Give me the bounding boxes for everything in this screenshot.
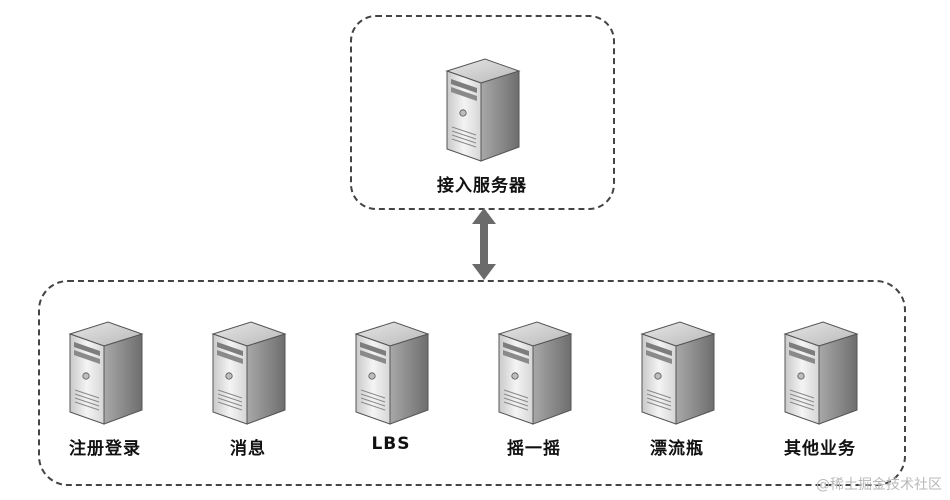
service-node-message: 消息	[193, 318, 303, 459]
service-node-register-login: 注册登录	[50, 318, 160, 459]
server-icon	[775, 318, 865, 428]
server-icon	[489, 318, 579, 428]
service-node-drift-bottle: 漂流瓶	[622, 318, 732, 459]
server-icon	[632, 318, 722, 428]
server-icon	[203, 318, 293, 428]
access-server-label: 接入服务器	[437, 176, 527, 196]
service-layer-group	[38, 280, 906, 486]
service-label: 漂流瓶	[650, 439, 704, 459]
access-server-node: 接入服务器	[427, 55, 537, 196]
access-layer-group	[350, 15, 615, 210]
server-icon	[437, 55, 527, 165]
service-label: 其他业务	[784, 439, 856, 459]
watermark: @稀土掘金技术社区	[816, 477, 942, 493]
service-node-other: 其他业务	[765, 318, 875, 459]
server-icon	[346, 318, 436, 428]
service-node-lbs: LBS	[336, 318, 446, 454]
server-icon	[60, 318, 150, 428]
service-label: LBS	[371, 434, 411, 454]
service-label: 消息	[230, 439, 266, 459]
service-label: 摇一摇	[507, 439, 561, 459]
service-node-shake: 摇一摇	[479, 318, 589, 459]
service-label: 注册登录	[69, 439, 141, 459]
double-arrow-icon	[472, 208, 496, 280]
